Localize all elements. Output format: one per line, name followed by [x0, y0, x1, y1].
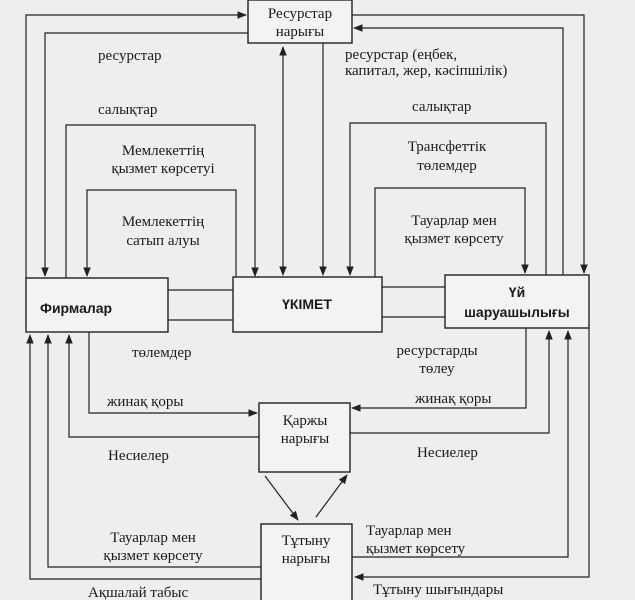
node-consumer-market: Тұтыну нарығы: [260, 523, 353, 600]
flow-finance-to-consumer: [264, 475, 299, 521]
label-resources-left: ресурстар: [98, 48, 162, 64]
label-payments: төлемдер: [132, 345, 191, 361]
label-resources-right: капитал, жер, кәсіпшілік): [345, 63, 507, 79]
flow-firms-taxes: [65, 124, 259, 278]
flow-goods-to-households: [352, 330, 572, 558]
node-label: Қаржы: [283, 413, 328, 429]
label-taxes-left: салықтар: [98, 102, 157, 118]
flow-resource-market-income: [352, 14, 588, 274]
flow-gov-purchases: [83, 189, 237, 277]
label-transfers: төлемдер: [417, 158, 476, 174]
flow-consumer-spending: [354, 328, 590, 581]
flow-firms-to-resource-market: [25, 11, 247, 278]
label-taxes-right: салықтар: [412, 99, 471, 115]
label-gov-purchases: сатып алуы: [126, 233, 199, 249]
label-loans-right: Несиелер: [417, 445, 478, 461]
label-goods-services-right: Тауарлар мен: [366, 523, 452, 539]
label-goods-services-top: Тауарлар мен: [411, 213, 497, 229]
flow-money-income: [26, 334, 261, 580]
node-label: Ресурстар: [268, 6, 332, 22]
node-government: ҮКІМЕТ: [232, 276, 383, 333]
label-transfers: Трансфеттік: [408, 139, 487, 155]
node-label: Үй: [509, 284, 525, 300]
label-resources-right: ресурстар (еңбек,: [345, 47, 457, 63]
node-firms: Фирмалар: [25, 277, 169, 333]
label-goods-services-left: қызмет көрсету: [103, 548, 203, 564]
label-savings-right: жинақ қоры: [414, 391, 491, 407]
node-financial-market: Қаржы нарығы: [258, 402, 351, 473]
label-money-income: Ақшалай табыс: [88, 585, 188, 600]
flow-goods-to-firms: [44, 334, 261, 568]
link-firms-gov: [168, 289, 233, 321]
label-resource-payments: төлеу: [419, 361, 455, 377]
label-consumer-spending: Тұтыну шығындары: [373, 582, 503, 598]
flow-household-savings: [351, 328, 527, 412]
label-gov-purchases: Мемлекеттің: [122, 214, 204, 230]
flow-gov-to-households: [374, 187, 529, 277]
label-goods-services-top: қызмет көрсету: [404, 231, 504, 247]
label-savings-left: жинақ қоры: [106, 394, 183, 410]
flow-loans-to-firms: [65, 334, 259, 438]
node-label: Фирмалар: [40, 300, 112, 316]
label-loans-left: Несиелер: [108, 448, 169, 464]
node-resource-market: Ресурстар нарығы: [247, 0, 353, 44]
node-label: шаруашылығы: [464, 304, 569, 320]
link-gov-households: [382, 286, 445, 318]
node-label: Тұтыну: [282, 533, 331, 549]
label-goods-services-left: Тауарлар мен: [110, 530, 196, 546]
label-gov-services: қызмет көрсетуі: [111, 161, 214, 177]
flow-household-taxes: [346, 122, 547, 276]
flow-resource-market-to-firms: [41, 32, 248, 277]
node-label: нарығы: [281, 431, 330, 447]
flow-labels: ресурстар ресурстар (еңбек, капитал, жер…: [88, 47, 507, 600]
label-resource-payments: ресурстарды: [396, 343, 477, 359]
flow-loans-to-households: [350, 330, 553, 434]
label-gov-services: Мемлекеттің: [122, 143, 204, 159]
flow-lines: [25, 11, 590, 581]
label-goods-services-right: қызмет көрсету: [366, 541, 466, 557]
flow-consumer-to-finance: [315, 474, 348, 518]
node-label: ҮКІМЕТ: [282, 296, 332, 312]
node-label: нарығы: [276, 24, 325, 40]
node-households: Үй шаруашылығы: [444, 274, 590, 329]
flow-households-resources: [353, 24, 564, 275]
flow-firms-savings: [88, 332, 258, 417]
node-label: нарығы: [282, 551, 331, 567]
